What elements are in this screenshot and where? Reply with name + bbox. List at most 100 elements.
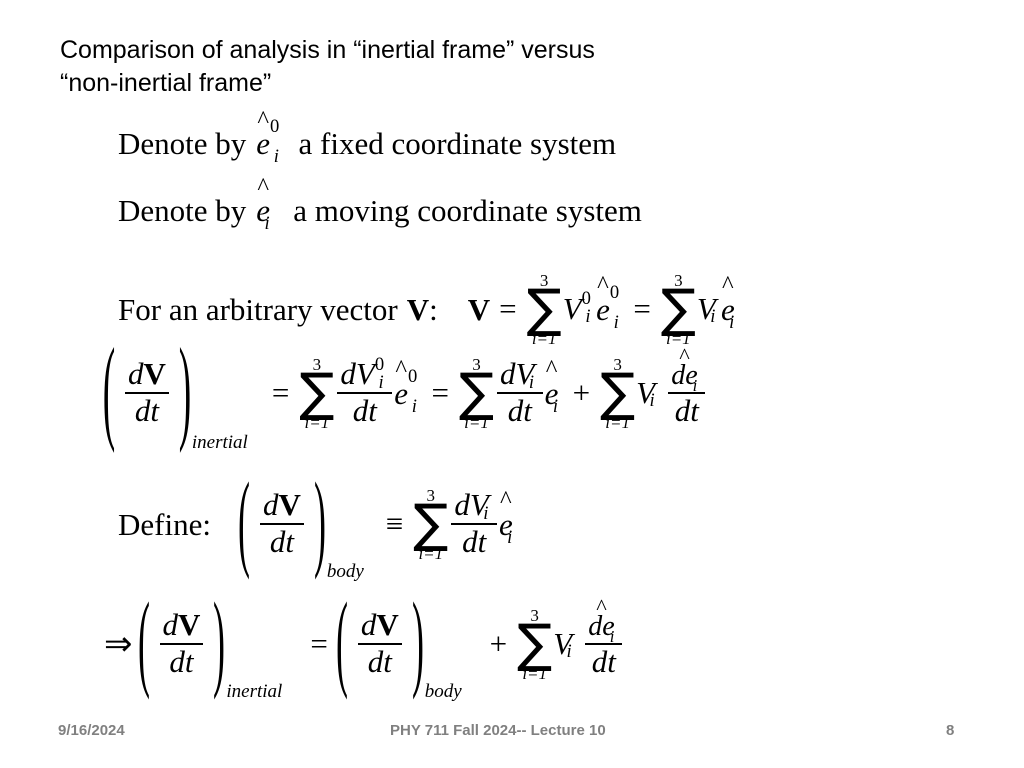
e-base: e (498, 506, 513, 542)
plus-sign: + (572, 375, 591, 411)
e-subscript: i (729, 311, 735, 333)
term-ei: ^ei (544, 358, 564, 416)
vector-lead: For an arbitrary vector (118, 291, 398, 327)
hat-accent-icon: ^ (257, 106, 269, 134)
equivalence-sign: ≡ (385, 506, 404, 542)
e-base: e (596, 291, 610, 327)
e-subscript: i (264, 212, 270, 234)
fraction-bar (451, 523, 497, 526)
sum-lower-limit: i=1 (418, 543, 444, 563)
frame-subscript-body: body (326, 561, 364, 583)
sum-upper-limit: 3 (674, 271, 683, 290)
e-subscript: i (411, 395, 417, 417)
term-ei: ^ei (721, 274, 740, 332)
fraction-dV-dt: dV dt (159, 608, 204, 679)
de-base: de (588, 611, 615, 643)
sigma-icon: ∑ (517, 614, 553, 674)
summation-operator-1: 3 ∑ i=1 (527, 272, 562, 347)
hat-accent-icon: ^ (679, 342, 690, 368)
paren-left-icon: ( (335, 583, 348, 702)
sum-upper-limit: 3 (613, 355, 622, 374)
e-subscript: i (507, 526, 513, 548)
fraction-denominator: dt (674, 393, 699, 429)
fraction-denominator: dt (591, 644, 616, 680)
fraction-dei-dt: ^dei dt (585, 595, 623, 680)
paren-right-icon: ) (178, 326, 192, 456)
sum-lower-limit: i=1 (464, 412, 489, 432)
e-subscript: i (273, 145, 279, 167)
sum-lower-limit: i=1 (531, 328, 557, 348)
fraction-denominator: dt (269, 524, 294, 560)
vector-colon: : (429, 291, 438, 327)
e-base: e (256, 193, 271, 228)
unit-vector-e-i: ^ei (256, 175, 275, 233)
fraction-bar (159, 643, 204, 646)
footer-date: 9/16/2024 (58, 722, 125, 739)
frame-subscript-body: body (424, 681, 462, 703)
denote-fixed-tail: a fixed coordinate system (298, 126, 617, 161)
sigma-icon: ∑ (600, 363, 636, 423)
paren-group-inertial: ( dV dt ) inertial (138, 588, 283, 702)
sum-upper-limit: 3 (530, 606, 539, 625)
implies-arrow-icon: ⇒ (104, 626, 133, 664)
paren-right-icon: ) (313, 463, 326, 582)
vector-symbol-V: V (406, 291, 430, 327)
hat-accent-icon: ^ (722, 272, 734, 300)
equals-sign-2: = (431, 375, 449, 411)
summation-operator-1: 3 ∑ i=1 (299, 356, 334, 431)
sum-upper-limit: 3 (426, 486, 436, 505)
summation-operator-2: 3 ∑ i=1 (459, 356, 494, 431)
fraction-dV-dt: dV dt (259, 487, 304, 560)
sum-lower-limit: i=1 (304, 412, 330, 432)
de-subscript: i (692, 376, 698, 396)
e-superscript: 0 (270, 116, 280, 138)
equation-lhs-V: V (467, 291, 491, 327)
sum-lower-limit: i=1 (605, 412, 630, 432)
V-base: V (562, 291, 582, 327)
term-e0i: ^e0i (394, 358, 422, 416)
sigma-icon: ∑ (413, 494, 449, 554)
fraction-dV-dt: dV dt (357, 608, 402, 680)
hat-accent-icon: ^ (499, 487, 512, 515)
denote-fixed-lead: Denote by (118, 126, 247, 161)
V-base: V (636, 375, 656, 411)
dV-base: dV (454, 487, 489, 523)
fraction-denominator: dt (507, 393, 532, 429)
hat-accent-icon: ^ (257, 173, 269, 201)
e-superscript: 0 (408, 366, 418, 388)
statement-denote-fixed: Denote by ^e0i a fixed coordinate system (118, 108, 617, 166)
equation-vector-expansion: For an arbitrary vector V: V = 3 ∑ i=1 V… (118, 272, 740, 347)
paren-right-icon: ) (411, 583, 424, 702)
define-label: Define: (118, 506, 211, 542)
frame-subscript-inertial: inertial (191, 432, 248, 454)
e-subscript: i (552, 395, 559, 417)
denote-moving-tail: a moving coordinate system (293, 193, 642, 228)
fraction-dV-dt: dV dt (125, 357, 169, 428)
dV-base: dV (500, 356, 535, 392)
paren-left-icon: ( (102, 326, 116, 456)
V-base: V (553, 626, 573, 662)
e-subscript: i (613, 311, 619, 333)
sigma-icon: ∑ (660, 279, 696, 339)
sigma-icon: ∑ (526, 279, 562, 339)
e-superscript: 0 (609, 282, 620, 304)
dV-base: dV (340, 356, 375, 392)
fraction-bar (259, 523, 304, 526)
equation-final-result: ⇒ ( dV dt ) inertial = ( dV dt ) body + … (104, 588, 624, 702)
sigma-icon: ∑ (299, 363, 335, 423)
fraction-denominator: dt (367, 644, 392, 680)
footer-course-title: PHY 711 Fall 2024-- Lecture 10 (390, 722, 606, 739)
paren-group-body: ( dV dt ) body (336, 588, 462, 702)
e-base: e (544, 375, 559, 411)
fraction-numerator: dV (262, 487, 301, 523)
summation-operator: 3 ∑ i=1 (517, 607, 552, 682)
statement-denote-moving: Denote by ^ei a moving coordinate system (118, 175, 642, 233)
sum-upper-limit: 3 (472, 355, 481, 374)
